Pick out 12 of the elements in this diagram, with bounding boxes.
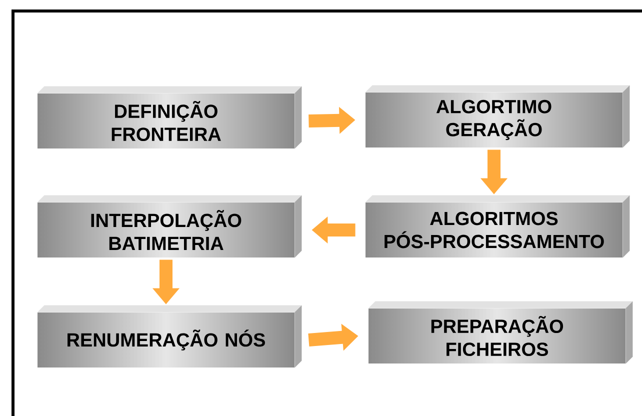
node-label: ALGORTIMO GERAÇÃO [436,100,552,140]
process-box: INTERPOLAÇÃO BATIMETRIA [37,195,302,258]
process-box: ALGORITMOS PÓS-PROCESSAMENTO [365,195,630,258]
node-label: ALGORITMOS PÓS-PROCESSAMENTO [384,212,604,248]
node-label: INTERPOLAÇÃO BATIMETRIA [91,210,242,250]
process-box: PREPARAÇÃO FICHEIROS [368,301,633,364]
process-box: RENUMERAÇÃO NÓS [37,305,302,368]
node-label: DEFINIÇÃO FRONTEIRA [112,100,221,142]
process-box: DEFINIÇÃO FRONTEIRA [37,86,302,149]
node-label: RENUMERAÇÃO NÓS [68,330,265,350]
node-label: PREPARAÇÃO FICHEIROS [431,316,564,356]
process-box: ALGORTIMO GERAÇÃO [365,85,630,148]
